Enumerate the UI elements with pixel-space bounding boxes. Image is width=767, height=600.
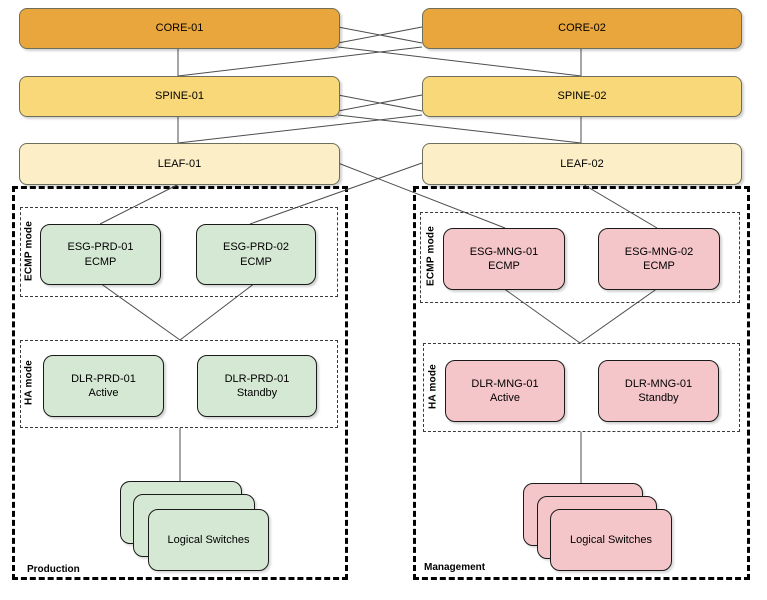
node-dlr-mng-standby-name: DLR-MNG-01	[624, 377, 693, 390]
link-esg-mng-02-ha-group	[579, 287, 659, 344]
link-core02-spine01	[177, 46, 423, 77]
node-dlr-mng-standby: DLR-MNG-01 Standby	[598, 360, 719, 422]
node-core-02-label: CORE-02	[558, 22, 606, 35]
node-esg-prd-01-name: ESG-PRD-01	[67, 241, 134, 254]
link-leaf02-esg-prd-02	[249, 162, 423, 225]
group-management-ha-label: HA mode	[427, 364, 439, 409]
node-spine-02: SPINE-02	[422, 76, 742, 117]
group-production-ha-label: HA mode	[23, 360, 35, 406]
node-dlr-prd-active: DLR-PRD-01 Active	[43, 355, 164, 417]
node-dlr-mng-standby-role: Standby	[638, 392, 679, 404]
node-esg-mng-02: ESG-MNG-02 ECMP	[598, 228, 720, 290]
link-leaf01-esg-mng-01	[337, 162, 506, 229]
node-core-01: CORE-01	[19, 8, 340, 49]
mng-switch-stack-front: Logical Switches	[550, 509, 672, 571]
group-production-ecmp-label: ECMP mode	[23, 221, 35, 281]
link-leaf01-esg-prd-01	[99, 182, 182, 225]
node-dlr-mng-active: DLR-MNG-01 Active	[445, 360, 565, 422]
node-spine-01-label: SPINE-01	[155, 90, 204, 103]
prod-switch-stack-front: Logical Switches	[148, 509, 269, 571]
node-leaf-01: LEAF-01	[19, 143, 340, 185]
node-esg-mng-02-name: ESG-MNG-02	[624, 245, 694, 258]
node-dlr-mng-active-name: DLR-MNG-01	[471, 377, 539, 390]
node-dlr-prd-standby: DLR-PRD-01 Standby	[197, 355, 317, 417]
node-dlr-prd-active-name: DLR-PRD-01	[71, 372, 136, 385]
group-production-ecmp	[20, 207, 338, 297]
node-esg-prd-02-mode: ECMP	[240, 255, 272, 268]
group-production-ha	[20, 340, 338, 428]
link-leaf02-esg-mng-02	[580, 182, 658, 229]
node-esg-mng-02-mode: ECMP	[643, 260, 675, 272]
mng-switches-label: Logical Switches	[570, 534, 652, 546]
node-leaf-02: LEAF-02	[422, 143, 742, 185]
zone-management	[413, 186, 750, 580]
zone-production	[12, 186, 348, 580]
node-esg-mng-01-name: ESG-MNG-01	[469, 245, 539, 258]
node-esg-mng-01: ESG-MNG-01 ECMP	[443, 228, 565, 290]
zone-production-label: Production	[27, 564, 80, 575]
node-core-02: CORE-02	[422, 8, 742, 49]
group-management-ecmp	[420, 212, 740, 303]
link-spine02-leaf01	[177, 114, 423, 144]
node-esg-prd-01-mode: ECMP	[84, 255, 117, 268]
node-esg-prd-02: ESG-PRD-02 ECMP	[196, 224, 316, 285]
group-management-ecmp-label: ECMP mode	[425, 226, 437, 287]
link-spine01-spine02-b	[337, 94, 423, 112]
group-management-ha	[423, 343, 740, 432]
node-leaf-01-label: LEAF-01	[157, 157, 202, 170]
link-esg-prd-01-ha-group	[99, 282, 181, 341]
node-dlr-prd-standby-name: DLR-PRD-01	[224, 372, 290, 385]
node-dlr-prd-active-role: Active	[88, 387, 119, 399]
node-leaf-02-label: LEAF-02	[560, 157, 604, 170]
link-esg-mng-01-ha-group	[502, 287, 581, 344]
link-esg-prd-02-ha-group	[179, 282, 256, 341]
node-spine-01: SPINE-01	[19, 76, 340, 117]
zone-management-label: Management	[424, 562, 486, 573]
node-dlr-prd-standby-role: Standby	[236, 387, 278, 399]
node-esg-prd-02-name: ESG-PRD-02	[222, 241, 290, 254]
node-spine-02-label: SPINE-02	[557, 90, 607, 103]
link-core01-core02-b	[337, 26, 423, 44]
node-esg-prd-01: ESG-PRD-01 ECMP	[40, 224, 161, 285]
prod-switches-label: Logical Switches	[167, 534, 250, 546]
link-spine01-leaf02	[337, 114, 582, 144]
node-dlr-mng-active-role: Active	[490, 392, 520, 404]
link-core01-spine02	[337, 46, 582, 77]
node-esg-mng-01-mode: ECMP	[488, 260, 520, 272]
node-core-01-label: CORE-01	[155, 22, 204, 35]
